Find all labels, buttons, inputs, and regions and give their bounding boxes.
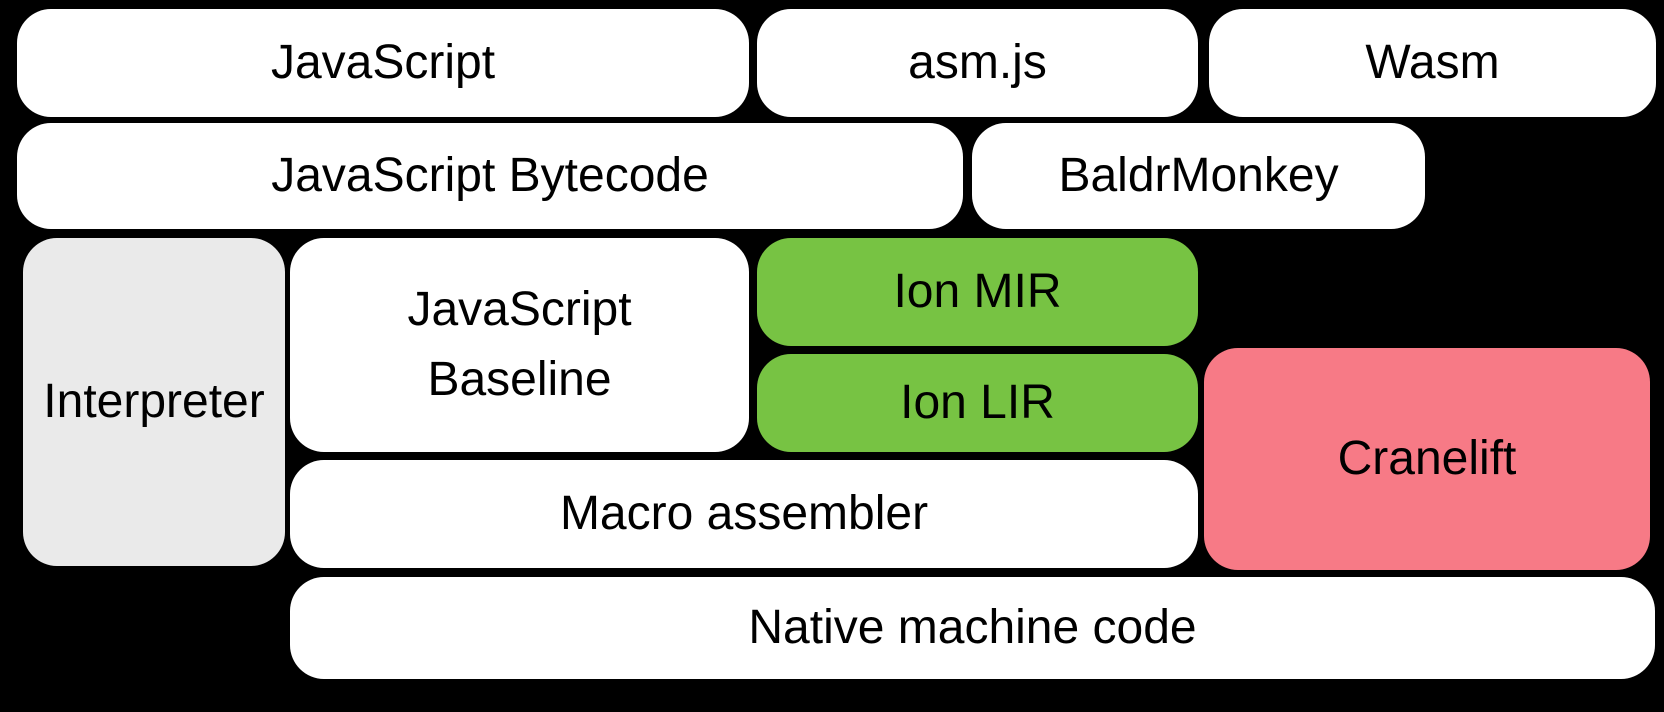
node-native-machine-code: Native machine code bbox=[290, 577, 1655, 679]
node-javascript-bytecode: JavaScript Bytecode bbox=[17, 123, 963, 229]
node-baldrmonkey: BaldrMonkey bbox=[972, 123, 1425, 229]
node-ion-lir: Ion LIR bbox=[757, 354, 1198, 452]
node-ion-lir-label: Ion LIR bbox=[900, 376, 1055, 430]
node-cranelift: Cranelift bbox=[1204, 348, 1650, 570]
node-wasm-label: Wasm bbox=[1365, 36, 1500, 90]
node-wasm: Wasm bbox=[1209, 9, 1656, 117]
node-javascript-baseline: JavaScript Baseline bbox=[290, 238, 749, 452]
node-interpreter-label: Interpreter bbox=[43, 375, 265, 429]
node-asmjs: asm.js bbox=[757, 9, 1198, 117]
node-ion-mir: Ion MIR bbox=[757, 238, 1198, 346]
node-cranelift-label: Cranelift bbox=[1337, 432, 1517, 486]
node-ion-mir-label: Ion MIR bbox=[893, 265, 1062, 319]
node-interpreter: Interpreter bbox=[23, 238, 285, 566]
node-javascript-bytecode-label: JavaScript Bytecode bbox=[271, 149, 709, 203]
node-baldrmonkey-label: BaldrMonkey bbox=[1058, 149, 1339, 203]
node-asmjs-label: asm.js bbox=[908, 36, 1047, 90]
node-javascript-label: JavaScript bbox=[270, 36, 496, 90]
node-javascript: JavaScript bbox=[17, 9, 749, 117]
node-javascript-baseline-label: JavaScript Baseline bbox=[407, 283, 632, 406]
node-macro-assembler-label: Macro assembler bbox=[559, 487, 929, 541]
node-native-machine-code-label: Native machine code bbox=[748, 601, 1197, 655]
node-macro-assembler: Macro assembler bbox=[290, 460, 1198, 568]
